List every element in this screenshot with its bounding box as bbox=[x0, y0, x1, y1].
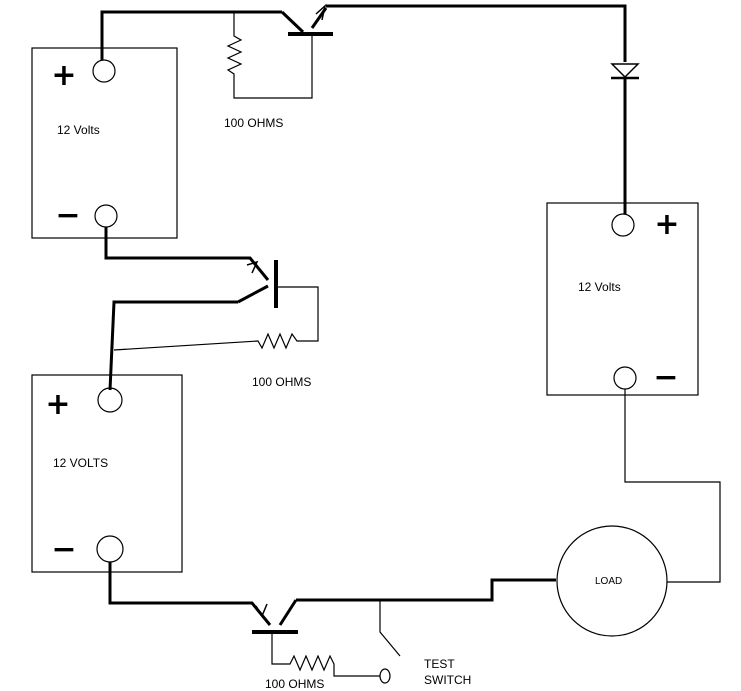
test-switch: TEST SWITCH bbox=[379, 600, 471, 687]
transistor-middle bbox=[104, 227, 278, 391]
transistor-bottom-arrow bbox=[255, 603, 268, 618]
resistor-top: 100 OHMS bbox=[224, 12, 313, 130]
transistor-top-collector-lead bbox=[280, 10, 305, 34]
transistor-top bbox=[100, 3, 627, 62]
test-switch-label-line1: TEST bbox=[424, 657, 455, 671]
battery-bottom-left-plus: + bbox=[45, 387, 70, 422]
battery-top-left-negative-terminal bbox=[94, 204, 118, 228]
resistor-bottom-zigzag bbox=[271, 632, 380, 677]
battery-top-left-voltage-label: 12 Volts bbox=[57, 123, 100, 137]
battery-right: + − 12 Volts bbox=[546, 202, 699, 396]
resistor-middle-label: 100 OHMS bbox=[252, 375, 311, 389]
wire-b1-positive-to-transistor-top bbox=[100, 10, 282, 60]
battery-right-body bbox=[546, 202, 699, 396]
wire-transistor-bottom-to-load bbox=[296, 578, 556, 602]
resistor-middle-zigzag bbox=[113, 286, 319, 351]
transistor-middle-emitter-lead bbox=[237, 284, 269, 304]
transistor-top-arrow bbox=[315, 3, 327, 21]
wire-battery-right-negative-to-load bbox=[624, 389, 721, 583]
transistor-middle-arrow bbox=[246, 260, 259, 274]
test-switch-contact bbox=[379, 668, 391, 684]
load: LOAD bbox=[556, 389, 721, 637]
load-circle bbox=[556, 525, 668, 637]
battery-top-left-positive-terminal bbox=[92, 59, 116, 83]
resistor-bottom-label: 100 OHMS bbox=[265, 677, 324, 691]
test-switch-label-line2: SWITCH bbox=[424, 673, 471, 687]
battery-bottom-left-voltage-label: 12 VOLTS bbox=[53, 456, 108, 470]
wire-b1-negative-to-transistor-middle bbox=[104, 227, 270, 281]
resistor-middle: 100 OHMS bbox=[113, 286, 319, 389]
test-switch-lever bbox=[379, 600, 401, 657]
diode-triangle bbox=[610, 63, 640, 79]
battery-right-voltage-label: 12 Volts bbox=[578, 280, 621, 294]
battery-right-minus: − bbox=[653, 360, 678, 395]
battery-bottom-left-negative-terminal bbox=[96, 535, 124, 563]
resistor-bottom: 100 OHMS bbox=[265, 632, 380, 691]
battery-top-left-minus: − bbox=[55, 198, 80, 233]
battery-bottom-left: + − 12 VOLTS bbox=[31, 374, 183, 573]
battery-bottom-left-minus: − bbox=[51, 532, 76, 567]
battery-right-positive-terminal bbox=[611, 213, 635, 237]
transistor-bottom bbox=[108, 562, 556, 634]
resistor-top-label: 100 OHMS bbox=[224, 116, 283, 130]
wire-transistor-top-to-diode bbox=[326, 4, 627, 62]
wire-transistor-middle-to-b2-positive bbox=[108, 300, 238, 391]
diode bbox=[610, 63, 640, 214]
resistor-top-zigzag bbox=[226, 12, 313, 99]
battery-right-negative-terminal bbox=[613, 366, 637, 390]
battery-top-left: + − 12 Volts bbox=[31, 47, 178, 239]
battery-bottom-left-positive-terminal bbox=[97, 387, 123, 413]
load-label: LOAD bbox=[595, 576, 622, 587]
battery-right-plus: + bbox=[654, 207, 679, 242]
battery-bottom-left-body bbox=[31, 374, 183, 573]
battery-top-left-plus: + bbox=[51, 58, 76, 93]
transistor-bottom-collector-lead bbox=[278, 599, 298, 626]
